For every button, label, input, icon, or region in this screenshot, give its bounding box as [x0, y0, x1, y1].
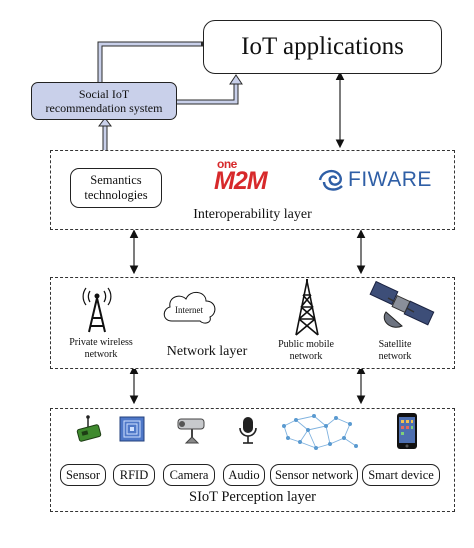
- fiware-swirl-icon: [318, 169, 343, 191]
- fiware-logo-text: FIWARE: [348, 168, 432, 191]
- smart-device-icon: [397, 413, 417, 449]
- rfid-icon: [119, 416, 145, 442]
- perception-layer-label: SIoT Perception layer: [189, 489, 316, 505]
- device-sensor: Sensor: [60, 464, 106, 486]
- iot-applications-box: IoT applications: [203, 20, 442, 74]
- sensor-network-icon: [282, 414, 358, 450]
- public-mobile-label: Public mobile network: [278, 339, 334, 362]
- onem2m-logo-bottom: M2M: [214, 167, 268, 195]
- sensor-icon: [76, 415, 102, 442]
- microphone-icon: [239, 417, 257, 444]
- semantics-technologies-box: Semantics technologies: [70, 168, 162, 208]
- recommendation-system-label: Social IoT recommendation system: [45, 87, 163, 115]
- rec-to-iot-upper-arrow: [97, 41, 205, 82]
- semantics-technologies-label: Semantics technologies: [84, 173, 148, 202]
- device-sensor-network: Sensor network: [270, 464, 358, 486]
- device-rfid: RFID: [113, 464, 155, 486]
- recommendation-system-box: Social IoT recommendation system: [31, 82, 177, 120]
- interoperability-layer-label: Interoperability layer: [193, 207, 312, 222]
- internet-cloud-icon: [163, 292, 216, 324]
- device-audio: Audio: [223, 464, 265, 486]
- onem2m-logo: one M2M: [214, 157, 278, 199]
- onem2m-logo-top: one: [217, 157, 237, 171]
- wireless-tower-icon: [82, 287, 112, 333]
- camera-icon: [177, 418, 205, 444]
- mobile-tower-icon: [295, 279, 319, 336]
- iot-applications-label: IoT applications: [241, 33, 404, 60]
- device-camera: Camera: [163, 464, 215, 486]
- device-smart-device: Smart device: [362, 464, 440, 486]
- satellite-label: Satellite network: [378, 339, 412, 362]
- private-wireless-label: Private wireless network: [69, 337, 133, 360]
- rec-to-iot-lower-arrow: [176, 82, 239, 105]
- satellite-icon: [369, 280, 435, 328]
- network-layer-label: Network layer: [166, 344, 248, 359]
- internet-label: Internet: [175, 305, 203, 315]
